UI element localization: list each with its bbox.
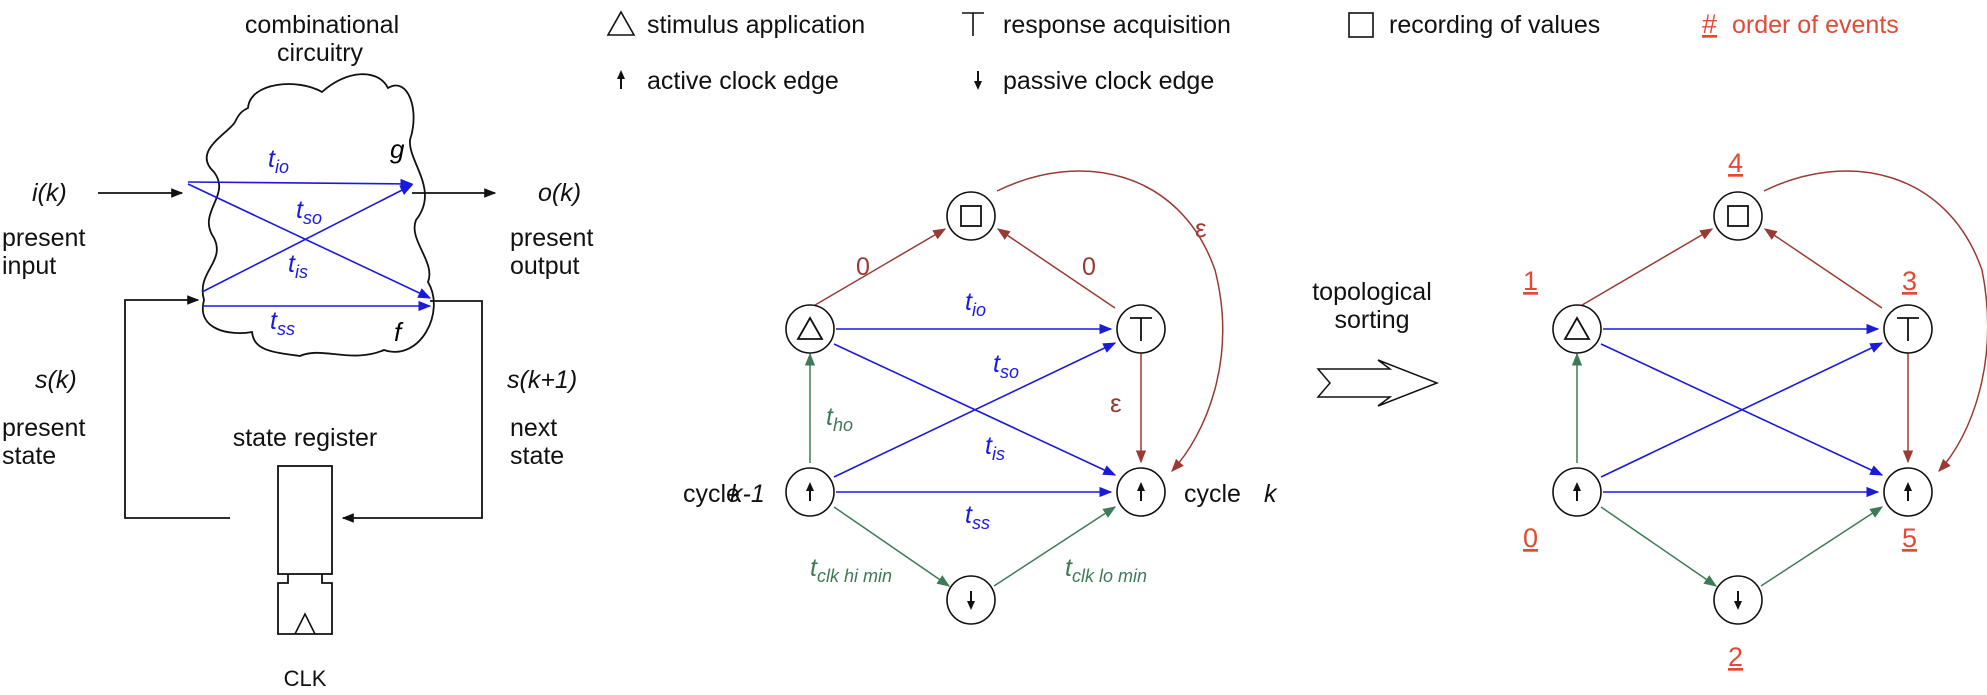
up-arrow-icon	[616, 69, 626, 90]
sorted-node-stimulus	[1552, 304, 1602, 354]
graph-t-io-label: tio	[965, 288, 986, 320]
sorting-label-1: topological	[1312, 278, 1432, 306]
node-passive-edge	[946, 575, 996, 625]
order-2: 2	[1728, 642, 1743, 672]
node-response	[1116, 304, 1166, 354]
cycle-prev-index: k-1	[730, 480, 765, 508]
t-is-label: tis	[288, 250, 308, 282]
t-so-label: tso	[296, 196, 322, 228]
input-label: i(k)	[32, 179, 67, 207]
zero-left-label: 0	[856, 253, 870, 281]
node-stimulus	[785, 304, 835, 354]
combinational-blob	[201, 73, 435, 357]
output-label: o(k)	[538, 179, 581, 207]
sorting-label-2: sorting	[1334, 306, 1409, 334]
graph-t-ss-label: tss	[965, 501, 990, 533]
sorted-node-active-edge-cur	[1883, 467, 1933, 517]
output-desc-2: output	[510, 252, 580, 280]
graph-t-so-label: tso	[993, 350, 1019, 382]
order-5: 5	[1902, 523, 1917, 553]
next-state-desc-2: state	[510, 442, 564, 470]
sorted-graph: 1 4 3 0 5 2	[1523, 148, 1987, 672]
legend-recording: recording of values	[1389, 11, 1600, 39]
sorted-node-active-edge-prev	[1552, 467, 1602, 517]
combinational-label-2: circuitry	[277, 39, 364, 67]
state-desc-1: present	[2, 414, 85, 442]
triangle-icon	[606, 10, 636, 36]
next-state-label: s(k+1)	[507, 366, 577, 394]
cycle-cur-word: cycle	[1184, 480, 1241, 508]
order-3: 3	[1902, 266, 1917, 296]
graph-t-is-label: tis	[985, 432, 1005, 464]
legend-response: response acquisition	[1003, 11, 1231, 39]
input-desc-1: present	[2, 224, 85, 252]
output-desc-1: present	[510, 224, 593, 252]
epsilon-mid-label: ε	[1110, 388, 1122, 418]
t-clk-lo-label: tclk lo min	[1065, 554, 1147, 586]
input-desc-2: input	[2, 252, 56, 280]
state-desc-2: state	[2, 442, 56, 470]
order-1: 1	[1523, 266, 1538, 296]
legend-order: order of events	[1732, 11, 1899, 39]
state-register	[277, 465, 333, 635]
up-tack-icon	[962, 12, 984, 36]
legend-active-edge: active clock edge	[647, 67, 839, 95]
hollow-arrow-icon	[1316, 359, 1440, 407]
legend-passive-edge: passive clock edge	[1003, 67, 1214, 95]
clk-label: CLK	[284, 666, 327, 691]
t-io-label: tio	[268, 145, 289, 177]
down-arrow-icon	[973, 70, 983, 91]
t-clk-hi-label: tclk hi min	[810, 554, 892, 586]
next-state-desc-1: next	[510, 414, 557, 442]
register-label: state register	[233, 424, 378, 452]
state-label: s(k)	[35, 366, 77, 394]
node-recording	[946, 191, 996, 241]
timing-graph: 0 0 ε ε tio tso tis tss tho tclk hi min …	[683, 170, 1278, 625]
node-active-edge-cur	[1116, 467, 1166, 517]
zero-right-label: 0	[1082, 253, 1096, 281]
topological-sorting: topological sorting	[1312, 278, 1440, 407]
node-active-edge-prev	[785, 467, 835, 517]
cycle-prev-word: cycle	[683, 480, 740, 508]
order-4: 4	[1728, 148, 1743, 178]
sorted-node-response	[1883, 304, 1933, 354]
legend-order-symbol: #	[1702, 9, 1717, 39]
t-ss-label: tss	[270, 307, 295, 339]
circuit-diagram: combinational circuitry tio tso tis tss …	[2, 11, 593, 691]
f-label: f	[394, 317, 404, 347]
legend-stimulus: stimulus application	[647, 11, 865, 39]
sorted-node-passive-edge	[1713, 575, 1763, 625]
g-label: g	[390, 134, 405, 164]
order-0: 0	[1523, 523, 1538, 553]
t-ho-label: tho	[826, 403, 853, 435]
combinational-label-1: combinational	[245, 11, 399, 39]
sorted-node-recording	[1713, 191, 1763, 241]
legend: stimulus application response acquisitio…	[606, 9, 1899, 95]
cycle-cur-index: k	[1264, 480, 1278, 508]
square-icon	[1348, 12, 1374, 38]
epsilon-top-label: ε	[1195, 213, 1207, 243]
